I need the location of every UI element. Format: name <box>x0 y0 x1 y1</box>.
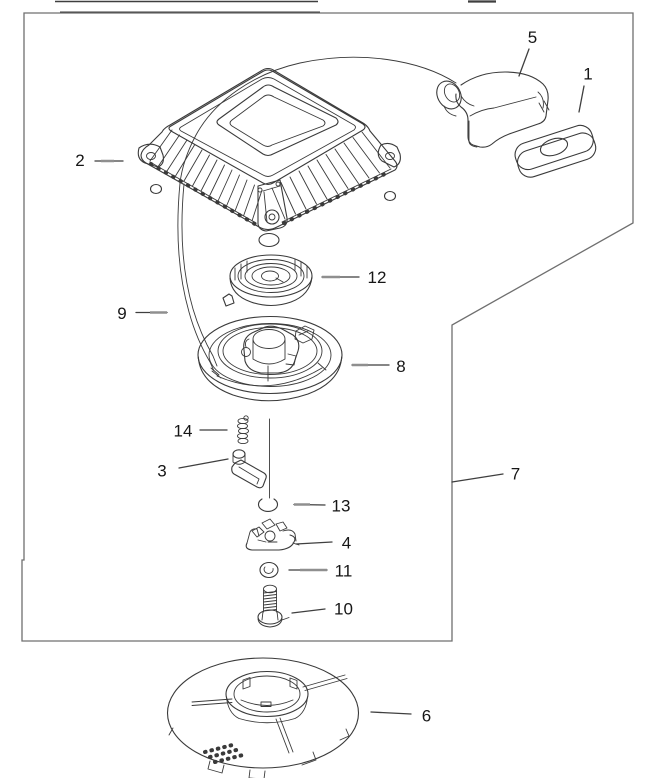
rope-pulley-drawing <box>197 315 343 402</box>
part-callout-4: 4 <box>342 534 351 553</box>
part-callout-9: 9 <box>117 304 126 323</box>
leader-3 <box>178 458 229 469</box>
leader-10 <box>291 608 326 614</box>
part-callout-1: 1 <box>583 65 592 84</box>
pawl-spring-drawing <box>237 415 249 445</box>
starter-cup-drawing <box>166 657 360 778</box>
bolt-drawing <box>257 584 290 628</box>
part-callout-14: 14 <box>174 422 193 441</box>
starter-pawl-drawing <box>231 449 267 489</box>
housing-fins-left <box>149 129 263 222</box>
cap-drawing <box>258 498 278 512</box>
leader-lines <box>94 48 585 715</box>
part-callout-12: 12 <box>368 268 387 287</box>
leader-1 <box>578 85 585 113</box>
leader-5 <box>518 48 530 77</box>
part-callout-13: 13 <box>332 497 351 516</box>
recoil-spring-drawing <box>222 254 313 307</box>
part-callout-2: 2 <box>75 151 84 170</box>
part-callout-7: 7 <box>511 465 520 484</box>
leader-7 <box>451 473 504 483</box>
part-callout-3: 3 <box>157 462 166 481</box>
leader-6 <box>370 711 412 715</box>
part-callout-10: 10 <box>334 600 353 619</box>
part-callout-8: 8 <box>396 357 405 376</box>
handle-insert-drawing <box>514 124 597 178</box>
rope-guide-bracket <box>257 179 288 232</box>
part-callout-6: 6 <box>422 707 431 726</box>
washer-drawing <box>259 561 279 579</box>
starter-rope-drawing <box>177 56 457 376</box>
starter-dog-drawing <box>245 518 300 551</box>
starter-handle-drawing <box>436 71 550 148</box>
leader-4 <box>295 541 333 545</box>
callout-labels: 5 1 2 12 9 8 14 3 7 13 4 11 10 6 <box>75 28 592 726</box>
part-callout-11: 11 <box>335 562 353 581</box>
part-callout-5: 5 <box>528 28 537 47</box>
housing-fins-right <box>271 131 391 220</box>
assembly-boundary-box <box>21 0 634 642</box>
cup-spokes <box>191 674 348 754</box>
starter-housing-drawing <box>137 67 401 248</box>
